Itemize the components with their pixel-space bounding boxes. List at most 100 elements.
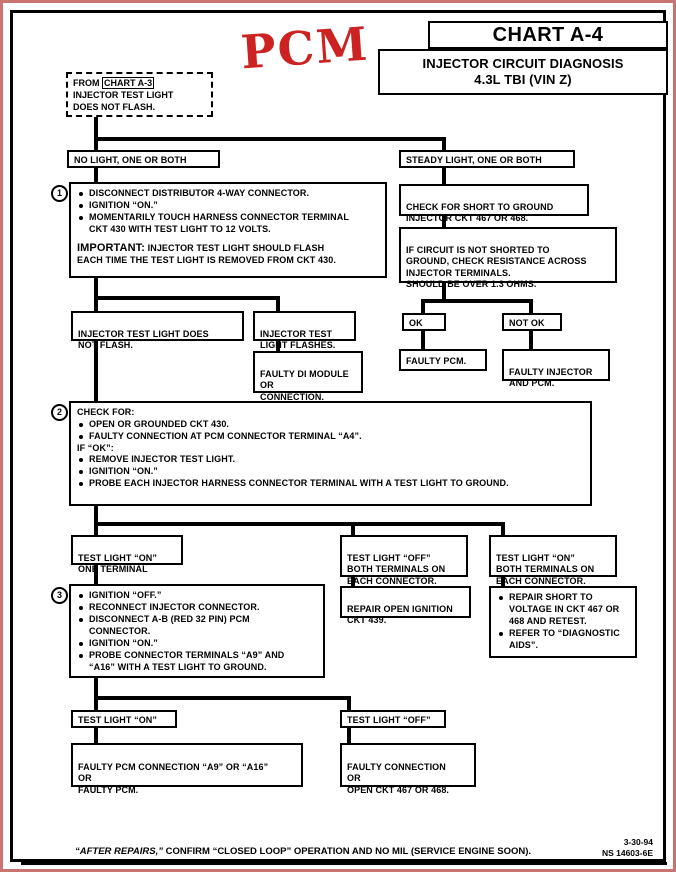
test-light-on-one-terminal-box: TEST LIGHT “ON” ONE TERMINAL — [71, 535, 183, 574]
connector-threeway-split — [94, 522, 505, 526]
ok-label-box: OK — [402, 313, 446, 331]
step-2-bullet-list-a: OPEN OR GROUNDED CKT 430. FAULTY CONNECT… — [77, 419, 584, 443]
chart-number: CHART A-4 — [492, 24, 604, 46]
step-1-bullet-list: DISCONNECT DISTRIBUTOR 4-WAY CONNECTOR. … — [77, 188, 379, 236]
connector-step2-down — [94, 506, 98, 528]
connector-steady-to-check — [442, 168, 446, 184]
connector-3way-mid-down — [351, 522, 355, 536]
connector-left-top-down — [94, 137, 98, 152]
connector-ok-split — [421, 299, 533, 303]
connector-final-on-to-result — [94, 728, 98, 745]
connector-checkshort-to-resistance — [442, 216, 446, 229]
chart-title-line2: 4.3L TBI (VIN Z) — [474, 72, 572, 87]
step-3-bullet-list: IGNITION “OFF.” RECONNECT INJECTOR CONNE… — [77, 590, 317, 674]
connector-flashes-to-result — [276, 341, 280, 353]
connector-3way-mid-to-result — [351, 577, 355, 587]
repair-short-bullet-1-cont: VOLTAGE IN CKT 467 OR 468 AND RETEST. — [509, 604, 620, 626]
step-3-bullet-5-cont: “A16” WITH A TEST LIGHT TO GROUND. — [89, 662, 267, 672]
not-ok-label-box: NOT OK — [502, 313, 562, 331]
step-3-number: 3 — [51, 587, 68, 604]
connector-step1-down — [94, 278, 98, 300]
step-3-box: IGNITION “OFF.” RECONNECT INJECTOR CONNE… — [69, 584, 325, 678]
connector-3way-left-down — [94, 522, 98, 536]
step-1-important-text: INJECTOR TEST LIGHT SHOULD FLASH — [147, 243, 325, 253]
repair-short-bullet-2: REFER TO “DIAGNOSTIC — [497, 628, 629, 640]
connector-ok-to-result — [421, 331, 425, 350]
connector-noLight-to-step1 — [94, 168, 98, 184]
repair-short-to-voltage-box: REPAIR SHORT TO VOLTAGE IN CKT 467 OR 46… — [489, 586, 637, 658]
connector-final-off-to-result — [347, 728, 351, 745]
repair-short-bullet-list: REPAIR SHORT TO VOLTAGE IN CKT 467 OR 46… — [497, 592, 629, 651]
step-3-bullet-1: IGNITION “OFF.” — [77, 590, 317, 602]
step-3-bullet-3-cont: CONNECTOR. — [89, 626, 151, 636]
handwritten-pcm-note: PCM — [239, 16, 371, 80]
step-2-if-ok: IF “OK”: — [77, 442, 114, 453]
repair-open-ignition-box: REPAIR OPEN IGNITION CKT 439. — [340, 586, 471, 625]
start-from-label: FROM — [73, 78, 100, 88]
connector-start-down — [94, 117, 98, 141]
step-3-bullet-5: PROBE CONNECTOR TERMINALS “A9” AND — [77, 650, 317, 662]
step-1-bullet-3: MOMENTARILY TOUCH HARNESS CONNECTOR TERM… — [77, 212, 379, 224]
connector-notok-to-result — [529, 331, 533, 350]
footer-text: “AFTER REPAIRS,” CONFIRM “CLOSED LOOP” O… — [75, 846, 531, 857]
injector-light-no-flash-box: INJECTOR TEST LIGHT DOES NOT FLASH. — [71, 311, 244, 350]
footer-date: 3-30-94 — [623, 837, 653, 847]
repair-short-bullet-2-cont: AIDS”. — [509, 639, 539, 650]
connector-3way-right-down — [501, 522, 505, 536]
step-3-bullet-3: DISCONNECT A-B (RED 32 PIN) PCM — [77, 614, 317, 626]
step-1-important-row: IMPORTANT: INJECTOR TEST LIGHT SHOULD FL… — [77, 242, 379, 255]
connector-final-right-down — [347, 696, 351, 711]
step-1-bullet-2: IGNITION “ON.” — [77, 200, 379, 212]
connector-3way-right-to-result — [501, 577, 505, 587]
step-2-bullet-2: FAULTY CONNECTION AT PCM CONNECTOR TERMI… — [77, 431, 584, 443]
footer-doc-info: 3-30-94 NS 14603-6E — [533, 837, 653, 858]
start-box: FROM CHART A-3 INJECTOR TEST LIGHT DOES … — [66, 72, 213, 117]
footer-confirm-text: CONFIRM “CLOSED LOOP” OPERATION AND NO M… — [162, 846, 532, 857]
title-block: CHART A-4 — [428, 21, 668, 49]
step-1-bullet-1: DISCONNECT DISTRIBUTOR 4-WAY CONNECTOR. — [77, 188, 379, 200]
test-light-on-both-terminals-box: TEST LIGHT “ON” BOTH TERMINALS ON EACH C… — [489, 535, 617, 586]
step-2-box: CHECK FOR: OPEN OR GROUNDED CKT 430. FAU… — [69, 401, 592, 506]
injector-light-flashes-box: INJECTOR TEST LIGHT FLASHES. — [253, 311, 356, 350]
step-2-bullet-1: OPEN OR GROUNDED CKT 430. — [77, 419, 584, 431]
connector-ok-down — [421, 299, 425, 314]
start-line2: INJECTOR TEST LIGHT — [73, 90, 174, 100]
faulty-pcm-result-box: FAULTY PCM. — [399, 349, 487, 371]
faulty-pcm-connection-result-box: FAULTY PCM CONNECTION “A9” OR “A16” OR F… — [71, 743, 303, 795]
connector-3way-left-to-step3 — [94, 565, 98, 585]
step-2-bullet-3: REMOVE INJECTOR TEST LIGHT. — [77, 454, 584, 466]
connector-split-top — [94, 137, 446, 141]
footer-doc-id: NS 14603-6E — [601, 847, 653, 858]
branch-no-light-label: NO LIGHT, ONE OR BOTH — [67, 150, 220, 168]
step-1-number: 1 — [51, 185, 68, 202]
start-line3: DOES NOT FLASH. — [73, 102, 156, 112]
connector-final-left-down — [94, 696, 98, 711]
step-1-bullet-3-cont: CKT 430 WITH TEST LIGHT TO 12 VOLTS. — [89, 224, 271, 234]
connector-right-top-down — [442, 137, 446, 152]
page-frame: CHART A-4 INJECTOR CIRCUIT DIAGNOSIS 4.3… — [10, 10, 668, 865]
step-2-number: 2 — [51, 404, 68, 421]
connector-resistance-down — [442, 283, 446, 303]
title-subtitle-block: INJECTOR CIRCUIT DIAGNOSIS 4.3L TBI (VIN… — [378, 49, 668, 95]
step-2-heading: CHECK FOR: — [77, 407, 135, 417]
step-2-bullet-4: IGNITION “ON.” — [77, 466, 584, 478]
step-3-bullet-4: IGNITION “ON.” — [77, 638, 317, 650]
step-3-bullet-2: RECONNECT INJECTOR CONNECTOR. — [77, 602, 317, 614]
faulty-injector-pcm-result-box: FAULTY INJECTOR AND PCM. — [502, 349, 610, 388]
faulty-connection-open-ckt-result-box: FAULTY CONNECTION OR OPEN CKT 467 OR 468… — [340, 743, 476, 795]
check-resistance-box: IF CIRCUIT IS NOT SHORTED TO GROUND, CHE… — [399, 227, 617, 289]
chart-title-line1: INJECTOR CIRCUIT DIAGNOSIS — [422, 56, 624, 71]
footer-after-repairs: “AFTER REPAIRS,” — [75, 846, 163, 857]
connector-mid-right-down — [276, 296, 280, 312]
chart-a3-reference[interactable]: CHART A-3 — [102, 77, 155, 89]
connector-mid-split — [94, 296, 280, 300]
repair-short-bullet-1: REPAIR SHORT TO — [497, 592, 629, 604]
test-light-off-both-terminals-box: TEST LIGHT “OFF” BOTH TERMINALS ON EACH … — [340, 535, 468, 586]
connector-step3-down — [94, 678, 98, 702]
faulty-di-module-box: FAULTY DI MODULE OR CONNECTION. — [253, 351, 363, 402]
step-1-important-label: IMPORTANT: — [77, 242, 146, 254]
connector-noflash-to-step2 — [94, 341, 98, 403]
final-test-light-on-label: TEST LIGHT “ON” — [71, 710, 177, 728]
step-2-bullet-list-b: REMOVE INJECTOR TEST LIGHT. IGNITION “ON… — [77, 454, 584, 490]
branch-steady-light-label: STEADY LIGHT, ONE OR BOTH — [399, 150, 575, 168]
